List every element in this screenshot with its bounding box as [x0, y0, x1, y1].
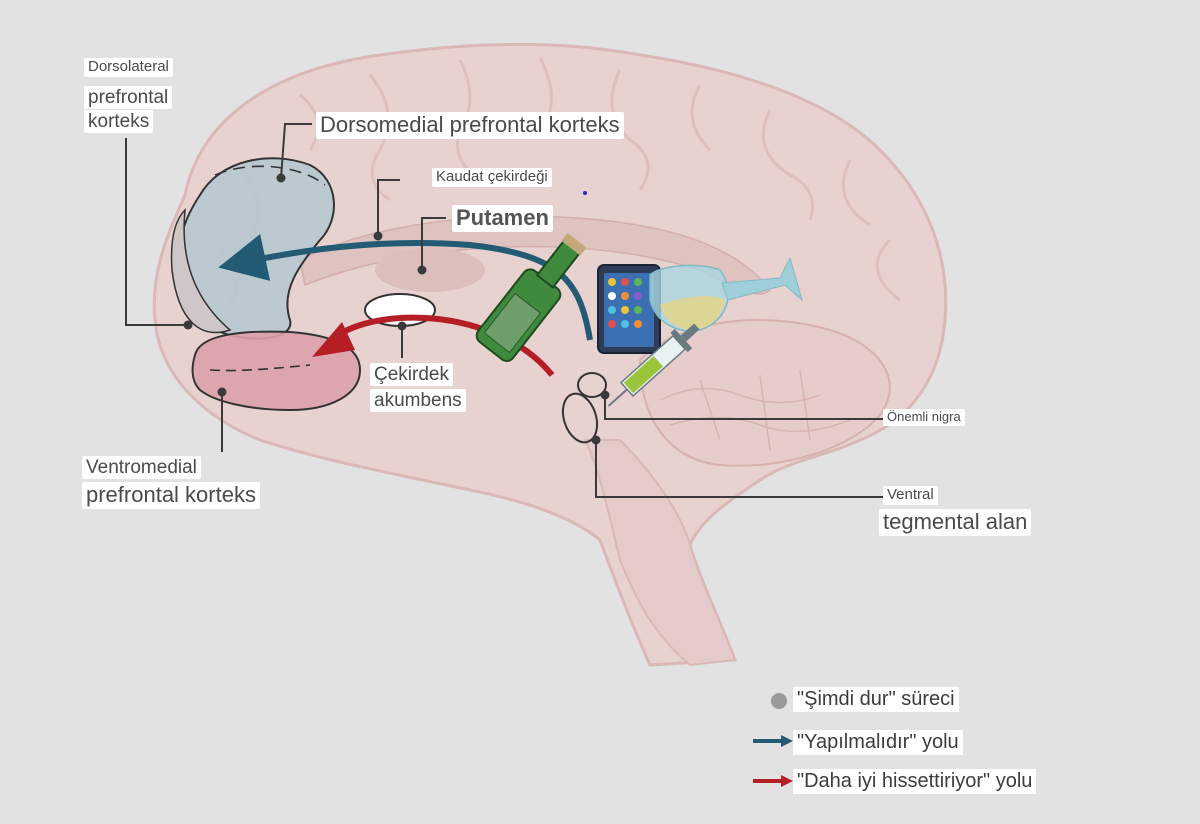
label-vmpfc-1: Ventromedial [82, 456, 201, 480]
leader-lines [125, 123, 885, 498]
legend-stop-process: "Şimdi dur" süreci [793, 687, 959, 712]
label-dlpfc-2: prefrontal [84, 86, 173, 110]
putamen-region [375, 248, 485, 292]
label-substantia-nigra: Önemli nigra [883, 409, 965, 426]
should-do-legend-arrow [753, 735, 793, 747]
substantia-nigra [577, 372, 607, 398]
label-nacc-1: Çekirdek [370, 363, 453, 387]
label-vta-1: Ventral [883, 486, 938, 505]
lateral-region [170, 207, 232, 334]
label-dlpfc-3: korteks [84, 110, 154, 134]
syringe-icon [607, 323, 700, 407]
wine-glass-icon [649, 256, 803, 332]
label-dlpfc-1: Dorsolateral [84, 58, 173, 77]
label-caudate: Kaudat çekirdeği [432, 168, 552, 187]
label-putamen: Putamen [452, 205, 553, 232]
feels-better-arrowhead [312, 322, 355, 357]
feels-better-legend-arrow [753, 775, 793, 787]
feels-better-arrow-line [329, 314, 555, 377]
legend-feels-better: "Daha iyi hissettiriyor" yolu [793, 769, 1037, 794]
label-dmpfc: Dorsomedial prefrontal korteks [316, 112, 624, 139]
stop-process-dot [771, 693, 787, 709]
bottle-icon [475, 232, 587, 362]
should-do-arrow [218, 233, 593, 341]
label-vmpfc-2: prefrontal korteks [82, 482, 260, 509]
label-nacc-2: akumbens [370, 389, 466, 413]
phone-icon [597, 264, 661, 354]
label-vta-2: tegmental alan [879, 509, 1032, 536]
vta [561, 392, 599, 444]
legend-should-do: "Yapılmalıdır" yolu [793, 730, 963, 755]
